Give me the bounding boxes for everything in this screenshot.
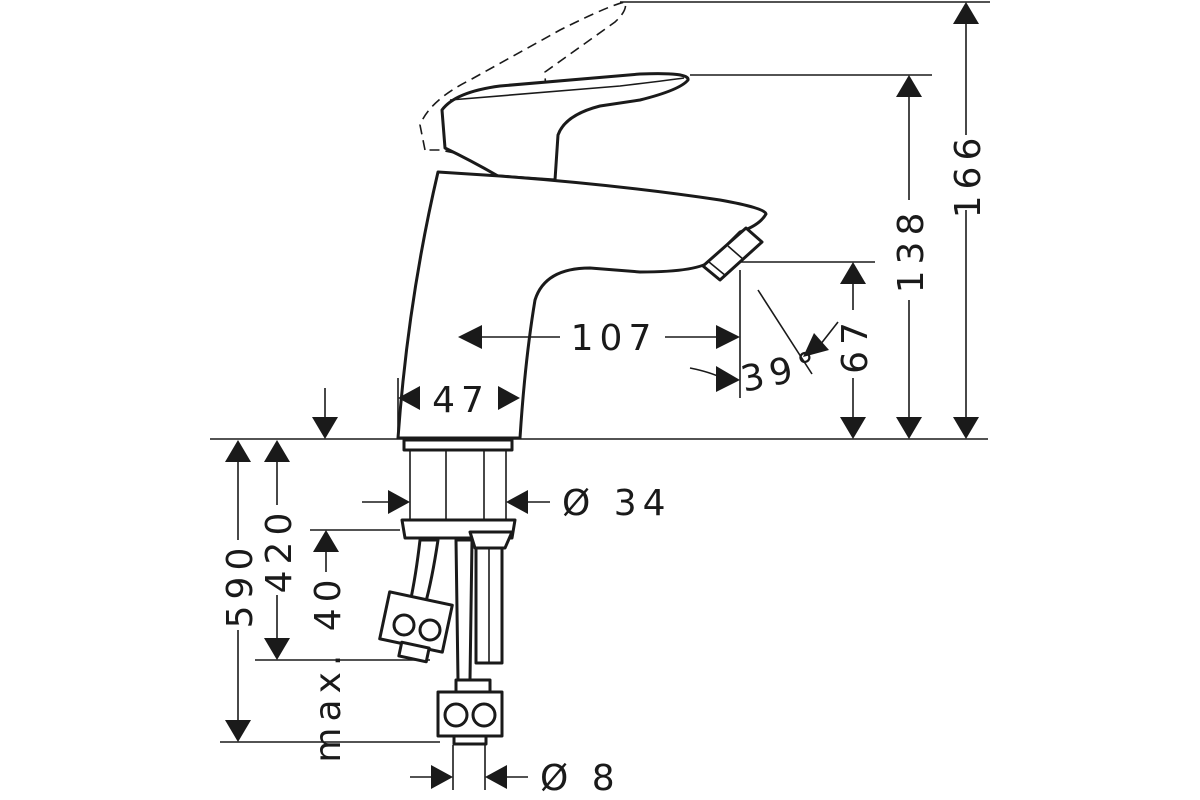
arrow-left-icon: [485, 765, 507, 789]
arrow-right-icon: [716, 366, 740, 392]
arrow-down-icon: [840, 417, 866, 439]
dimension-47: [398, 386, 520, 410]
arrow-down-icon: [312, 417, 338, 439]
spout-height-label: 67: [835, 316, 876, 374]
spout-reach-label: 107: [571, 318, 658, 359]
max-thickness-label: max. 40: [308, 573, 349, 762]
dimension-max40: [313, 530, 339, 572]
hose-diameter-label: Ø 8: [540, 758, 621, 799]
dimension-d8: [410, 765, 528, 789]
arrow-left-icon: [398, 386, 420, 410]
dimension-107: [458, 325, 740, 349]
spout-angle-label: 39°: [737, 344, 826, 401]
arrow-down-icon: [896, 417, 922, 439]
dimension-d34: [362, 490, 550, 514]
arrow-left-icon: [458, 325, 482, 349]
arrow-up-icon: [313, 530, 339, 552]
arrow-right-icon: [498, 386, 520, 410]
arrow-up-icon: [225, 440, 251, 462]
arrow-up-icon: [896, 75, 922, 97]
arrow-right-icon: [716, 325, 740, 349]
base-width-label: 47: [432, 380, 490, 421]
arrow-right-icon: [431, 765, 453, 789]
hose-length-upper-label: 420: [259, 507, 300, 594]
faucet-body: [396, 1, 768, 440]
dimension-39-angle: [689, 321, 839, 392]
arrow-left-icon: [506, 490, 528, 514]
dimension-138: [896, 75, 922, 439]
dimension-67: [840, 262, 866, 439]
arrow-up-icon: [840, 262, 866, 284]
shank-diameter-label: Ø 34: [562, 483, 672, 524]
dimension-166: [953, 2, 979, 439]
arrow-down-icon: [264, 638, 290, 660]
dimension-590: [225, 440, 251, 742]
arrow-down-icon: [953, 417, 979, 439]
lever-height-label: 138: [891, 207, 932, 294]
basin-marker: [312, 388, 338, 439]
total-height-label: 166: [948, 132, 989, 219]
arrow-right-icon: [388, 490, 410, 514]
mounting-parts: [378, 438, 517, 746]
arrow-up-icon: [953, 2, 979, 24]
arrow-up-icon: [264, 440, 290, 462]
arrow-down-left-icon: [803, 333, 829, 357]
arrow-down-icon: [225, 720, 251, 742]
dimension-420: [264, 440, 290, 660]
hose-length-total-label: 590: [220, 542, 261, 629]
